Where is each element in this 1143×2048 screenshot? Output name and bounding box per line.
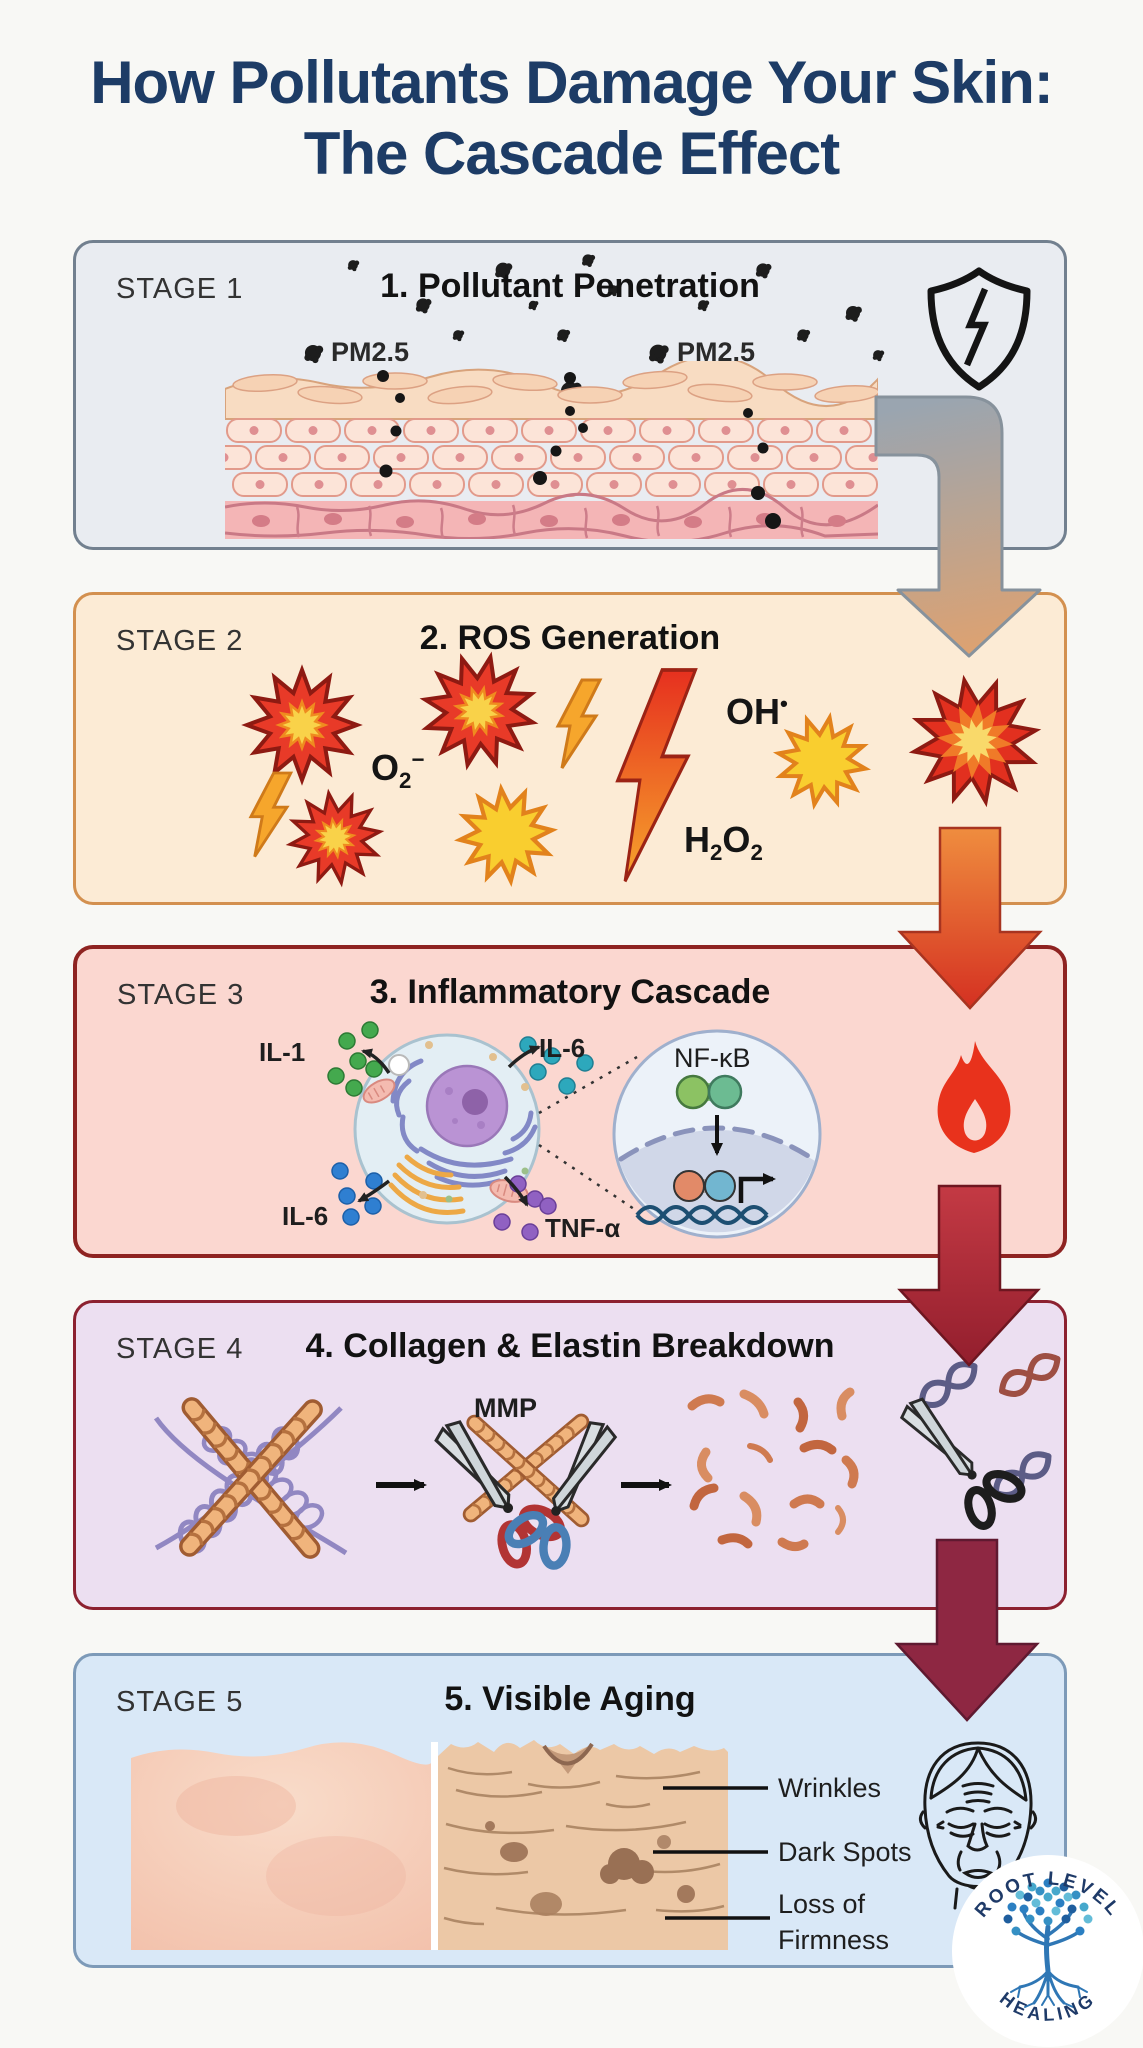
flame-icon — [937, 1041, 1011, 1153]
superoxide-label: O2− — [371, 747, 425, 794]
pollutant-penetration-illustration — [225, 254, 1031, 539]
stage-1-label: STAGE 1 — [116, 273, 244, 305]
young-skin-swatch — [131, 1742, 433, 1950]
divider — [431, 1742, 438, 1950]
stage-4-label: STAGE 4 — [116, 1333, 244, 1365]
stage-3-panel: STAGE 3 3. Inflammatory Cascade IL-1 IL-… — [73, 945, 1067, 1258]
mmp-label: MMP — [474, 1393, 537, 1423]
cell-illustration — [353, 1033, 541, 1225]
stage-5-label: STAGE 5 — [116, 1686, 244, 1718]
stage-5-panel: STAGE 5 5. Visible Aging Wrinkles Dark S… — [73, 1653, 1067, 1968]
stage-3-title: 3. Inflammatory Cascade — [369, 973, 771, 1011]
lightning-icon — [556, 678, 602, 770]
ros-starburst — [247, 670, 357, 780]
pm25-label-left: PM2.5 — [331, 337, 410, 367]
stage-4-panel: STAGE 4 4. Collagen & Elastin Breakdown … — [73, 1300, 1067, 1610]
il1-dots — [327, 1021, 383, 1097]
collagen-elastin-bundle — [153, 1402, 348, 1560]
stage-1-title: 1. Pollutant Penetration — [380, 267, 760, 305]
skin-cross-section — [225, 361, 878, 539]
dna-helix — [635, 1205, 769, 1225]
tree-canopy — [1003, 1878, 1093, 1936]
penetrating-particles — [377, 370, 781, 529]
page-title: How Pollutants Damage Your Skin: The Cas… — [0, 48, 1143, 190]
stage-3-label: STAGE 3 — [117, 979, 245, 1011]
inflammatory-cascade-illustration — [327, 1021, 1011, 1241]
peroxide-label: H2O2 — [684, 819, 763, 866]
nfkb-label: NF-κB — [674, 1043, 751, 1073]
nfkb-pathway-circle — [612, 1029, 822, 1239]
stage-5-title: 5. Visible Aging — [444, 1680, 696, 1718]
stage-2-panel: STAGE 2 2. ROS Generation O2− OH• H2O2 — [73, 592, 1067, 905]
tnf-label: TNF-α — [545, 1213, 621, 1243]
il1-label: IL-1 — [259, 1037, 306, 1067]
collagen-breakdown-illustration — [153, 1303, 1064, 1607]
tree-logo-icon: ROOT LEVEL HEALING — [952, 1855, 1143, 2047]
stage-2-label: STAGE 2 — [116, 625, 244, 657]
page-title-line1: How Pollutants Damage Your Skin: — [90, 49, 1054, 116]
il6-top-dots — [519, 1036, 594, 1095]
aged-skin-swatch — [438, 1740, 728, 1950]
page-title-line2: The Cascade Effect — [303, 119, 841, 187]
big-ros-burst — [904, 670, 1047, 813]
stage-1-panel: STAGE 1 1. Pollutant Penetration PM2.5 P… — [73, 240, 1067, 550]
mmp-scissors-group — [416, 1405, 636, 1575]
scissors-icon — [884, 1350, 1063, 1536]
dark-spots-label: Dark Spots — [778, 1837, 912, 1867]
stage-2-title: 2. ROS Generation — [419, 619, 721, 657]
visible-aging-illustration — [131, 1740, 1038, 1950]
hydroxyl-label: OH• — [726, 691, 788, 732]
epidermis-cells — [225, 418, 878, 497]
il6-top-label: IL-6 — [539, 1033, 586, 1063]
brand-logo: ROOT LEVEL HEALING — [950, 1853, 1143, 2048]
pm25-label-right: PM2.5 — [677, 337, 756, 367]
wrinkles-label: Wrinkles — [778, 1773, 882, 1803]
il6-bottom-label: IL-6 — [282, 1201, 329, 1231]
shield-lightning-icon — [927, 267, 1031, 391]
fiber-fragments — [687, 1387, 859, 1552]
stage-4-title: 4. Collagen & Elastin Breakdown — [305, 1327, 835, 1365]
leader-lines — [653, 1786, 770, 1920]
il6-bottom-dots — [331, 1162, 383, 1226]
dark-spots — [485, 1821, 695, 1916]
